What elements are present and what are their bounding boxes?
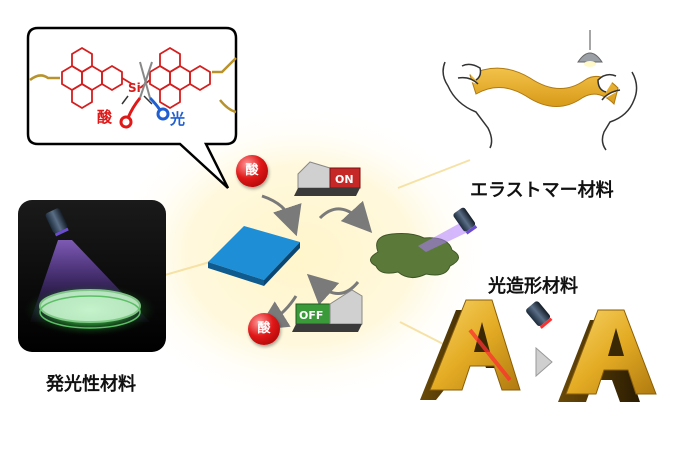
elastomer-strip bbox=[469, 67, 619, 107]
on-switch bbox=[294, 161, 361, 196]
lamp-icon bbox=[577, 52, 603, 63]
elastomer-illustration bbox=[442, 30, 638, 151]
si-atom-label: Si bbox=[128, 81, 141, 95]
label-photo-shaping: 光造形材料 bbox=[488, 276, 578, 297]
scissors-icon bbox=[119, 61, 170, 129]
letter-a-left bbox=[420, 299, 521, 400]
bubble-acid-label: 酸 bbox=[97, 108, 113, 126]
laser-head-icon-2 bbox=[526, 301, 553, 329]
acid-ball-bottom: 酸 bbox=[248, 313, 280, 345]
laser-head-icon bbox=[453, 207, 478, 235]
letter-a-right bbox=[558, 309, 657, 402]
transform-arrow bbox=[535, 346, 553, 378]
luminescent-illustration bbox=[18, 200, 166, 352]
pyrene-left bbox=[61, 46, 123, 110]
pyrene-right bbox=[149, 46, 211, 110]
molecule-bubble: Si 酸 光 bbox=[26, 26, 238, 189]
cycle-arrows bbox=[257, 194, 373, 330]
photo-shaping-illustration bbox=[420, 299, 657, 402]
label-elastomer: エラストマー材料 bbox=[470, 180, 614, 201]
blue-film bbox=[208, 226, 300, 286]
off-switch bbox=[292, 289, 363, 332]
on-switch-label: ON bbox=[335, 173, 354, 186]
acid-ball-top: 酸 bbox=[236, 155, 268, 187]
bubble-light-label: 光 bbox=[169, 110, 185, 128]
uv-lamp-icon bbox=[45, 208, 69, 237]
center-glow bbox=[110, 105, 490, 405]
label-luminescent: 発光性材料 bbox=[46, 374, 136, 395]
right-hand bbox=[597, 71, 638, 151]
off-switch-label: OFF bbox=[299, 309, 323, 322]
green-gel bbox=[370, 207, 478, 278]
left-hand bbox=[442, 61, 493, 149]
